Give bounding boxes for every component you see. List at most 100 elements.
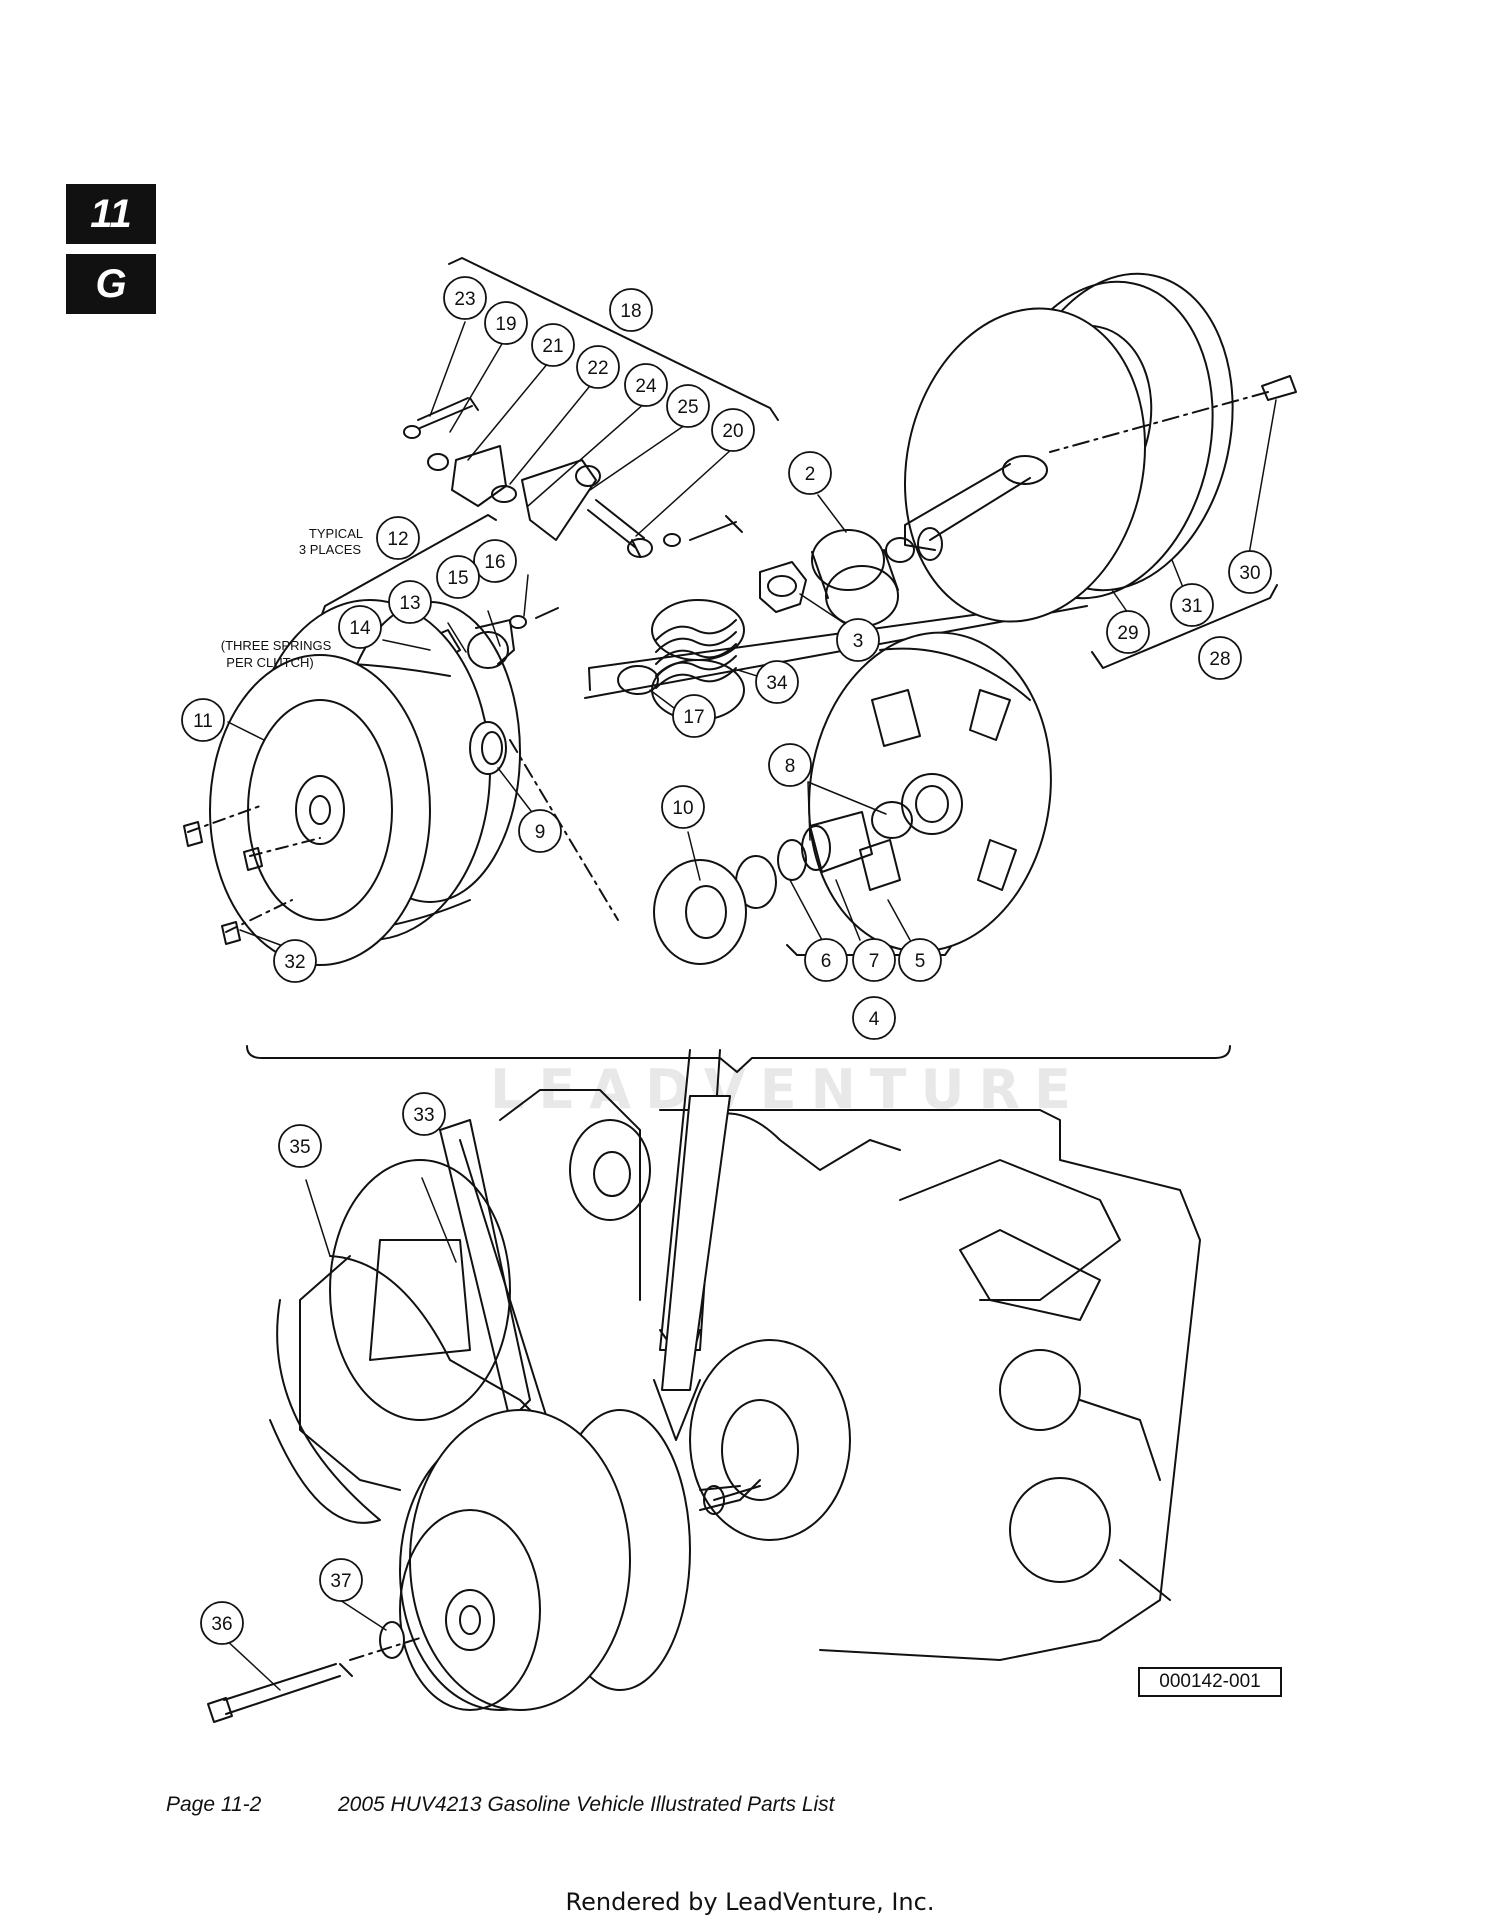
annotation-typical: TYPICAL bbox=[309, 526, 363, 541]
callout-circle bbox=[181, 698, 225, 742]
callout-4: 4 bbox=[852, 996, 896, 1040]
callout-circle bbox=[836, 618, 880, 662]
callout-circle bbox=[711, 408, 755, 452]
callout-circle bbox=[388, 580, 432, 624]
callout-layer: 23 19 21 18 22 24 25 20 2 12 16 15 13 14 33 4 17 11 9 8 10 29… bbox=[181, 276, 1272, 1645]
rendered-by-credit: Rendered by LeadVenture, Inc. bbox=[565, 1888, 935, 1916]
annotation-typical-places: 3 PLACES bbox=[299, 542, 361, 557]
callout-7: 7 bbox=[852, 938, 896, 982]
callout-circle bbox=[609, 288, 653, 332]
callout-33: 33 bbox=[402, 1092, 446, 1136]
callout-16: 16 bbox=[473, 539, 517, 583]
callout-label: 35 bbox=[289, 1137, 310, 1158]
callout-label: 20 bbox=[722, 421, 743, 442]
leader-lines bbox=[223, 321, 1277, 1691]
callout-label: 22 bbox=[587, 358, 608, 379]
seal-9 bbox=[469, 721, 619, 921]
callout-label: 5 bbox=[915, 951, 926, 972]
callout-15: 15 bbox=[436, 555, 480, 599]
callout-35: 35 bbox=[278, 1124, 322, 1168]
callout-circle bbox=[576, 345, 620, 389]
callout-circle bbox=[1228, 550, 1272, 594]
callout-circle bbox=[402, 1092, 446, 1136]
callout-circle bbox=[898, 938, 942, 982]
callout-circle bbox=[672, 694, 716, 738]
figure-id: 000142-001 bbox=[1159, 1671, 1261, 1692]
callout-label: 31 bbox=[1181, 596, 1202, 617]
callout-label: 29 bbox=[1117, 623, 1138, 644]
section-letter-tab: G bbox=[66, 254, 156, 314]
callout-label: 4 bbox=[869, 1009, 880, 1030]
callout-label: 6 bbox=[821, 951, 832, 972]
callout-20: 20 bbox=[711, 408, 755, 452]
callout-label: 16 bbox=[484, 552, 505, 573]
callout-circle bbox=[436, 555, 480, 599]
callout-label: 34 bbox=[766, 673, 788, 694]
callout-label: 28 bbox=[1209, 649, 1230, 670]
callout-label: 21 bbox=[542, 336, 563, 357]
callout-label: 36 bbox=[211, 1614, 232, 1635]
callout-circle bbox=[661, 785, 705, 829]
bearing-and-spider bbox=[759, 529, 899, 627]
callout-circle bbox=[518, 809, 562, 853]
callout-label: 25 bbox=[677, 397, 698, 418]
callout-23: 23 bbox=[443, 276, 487, 320]
annotation-springs-line1: (THREE SPRINGS bbox=[221, 638, 332, 653]
callout-22: 22 bbox=[576, 345, 620, 389]
callout-8: 8 bbox=[768, 743, 812, 787]
clutch-weights bbox=[403, 397, 743, 558]
callout-13: 13 bbox=[388, 580, 432, 624]
callout-label: 23 bbox=[454, 289, 475, 310]
callout-31: 31 bbox=[1170, 583, 1214, 627]
callout-label: 2 bbox=[805, 464, 816, 485]
callout-circle bbox=[755, 660, 799, 704]
callout-label: 14 bbox=[349, 618, 371, 639]
callout-28: 28 bbox=[1198, 636, 1242, 680]
callout-24: 24 bbox=[624, 363, 668, 407]
callout-label: 12 bbox=[387, 529, 408, 550]
callout-circle bbox=[376, 516, 420, 560]
callout-9: 9 bbox=[518, 809, 562, 853]
install-arrow bbox=[653, 1095, 731, 1441]
callout-32: 32 bbox=[273, 939, 317, 983]
callout-label: 13 bbox=[399, 593, 420, 614]
section-letter: G bbox=[95, 261, 127, 306]
figure-id-box: 000142-001 bbox=[1138, 1667, 1282, 1697]
callout-label: 7 bbox=[869, 951, 880, 972]
callout-circle bbox=[1106, 610, 1150, 654]
callout-36: 36 bbox=[200, 1601, 244, 1645]
callout-circle bbox=[531, 323, 575, 367]
footer-document-title: 2005 HUV4213 Gasoline Vehicle Illustrate… bbox=[338, 1793, 835, 1816]
driven-sheave bbox=[885, 272, 1297, 623]
callout-circle bbox=[338, 605, 382, 649]
callout-29: 29 bbox=[1106, 610, 1150, 654]
callout-label: 19 bbox=[495, 314, 516, 335]
callout-12: 12 bbox=[376, 516, 420, 560]
drive-clutch-cover bbox=[183, 599, 521, 966]
callout-label: 37 bbox=[330, 1571, 351, 1592]
callout-label: 32 bbox=[284, 952, 305, 973]
callout-circle bbox=[319, 1558, 363, 1602]
footer-page-number: Page 11-2 bbox=[166, 1793, 262, 1816]
callout-circle bbox=[1170, 583, 1214, 627]
callout-circle bbox=[278, 1124, 322, 1168]
callout-circle bbox=[1198, 636, 1242, 680]
callout-10: 10 bbox=[661, 785, 705, 829]
callout-label: 15 bbox=[447, 568, 468, 589]
callout-label: 17 bbox=[683, 707, 704, 728]
callout-37: 37 bbox=[319, 1558, 363, 1602]
callout-34: 34 bbox=[755, 660, 799, 704]
callout-label: 11 bbox=[193, 711, 213, 732]
bushing-rings bbox=[653, 801, 913, 965]
callout-circle bbox=[443, 276, 487, 320]
callout-18: 18 bbox=[609, 288, 653, 332]
callout-30: 30 bbox=[1228, 550, 1272, 594]
callout-14: 14 bbox=[338, 605, 382, 649]
callout-circle bbox=[473, 539, 517, 583]
callout-circle bbox=[852, 938, 896, 982]
callout-5: 5 bbox=[898, 938, 942, 982]
callout-label: 18 bbox=[620, 301, 641, 322]
callout-2: 2 bbox=[788, 451, 832, 495]
section-number: 11 bbox=[90, 191, 132, 236]
callout-circle bbox=[624, 363, 668, 407]
